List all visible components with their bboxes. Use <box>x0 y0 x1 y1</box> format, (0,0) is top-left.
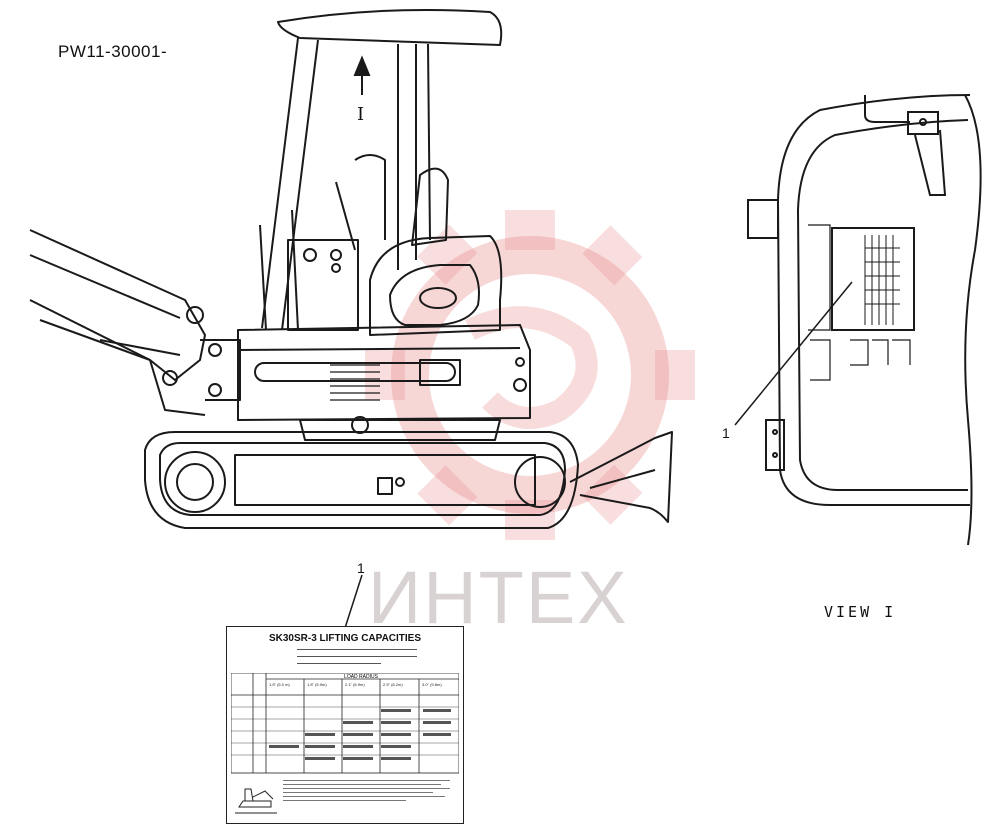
plate-title: SK30SR-3 LIFTING CAPACITIES <box>268 633 422 644</box>
part-code: PW11-30001- <box>58 42 168 61</box>
plate-notes-fineprint <box>283 777 459 804</box>
watermark-text: ИНТЕХ <box>368 556 629 639</box>
plate-subtitle-fineprint <box>297 647 417 670</box>
plate-excavator-diagram <box>235 788 277 814</box>
radius-column-label: 3.0" (9.8m) <box>422 682 442 687</box>
view-caption: VIEW I <box>824 603 897 621</box>
load-radius-header: LOAD RADIUS <box>344 674 379 680</box>
radius-column-label: 1.8" (5.9m) <box>307 682 327 687</box>
lifting-capacity-label: SK30SR-3 LIFTING CAPACITIES LOAD RADIUS … <box>226 626 464 824</box>
radius-column-label: 1.5" (5.0 m) <box>269 682 290 687</box>
radius-column-label: 2.5" (8.2m) <box>383 682 403 687</box>
plate-capacity-table: LOAD RADIUS 1.5" (5.0 m) 1.8" (5.9m) 2.1" … <box>231 673 459 774</box>
callout-number-view: 1 <box>722 425 730 441</box>
callout-number-main: 1 <box>357 560 365 576</box>
view-arrow-label: I <box>357 104 365 125</box>
radius-column-label: 2.1" (6.9m) <box>345 682 365 687</box>
